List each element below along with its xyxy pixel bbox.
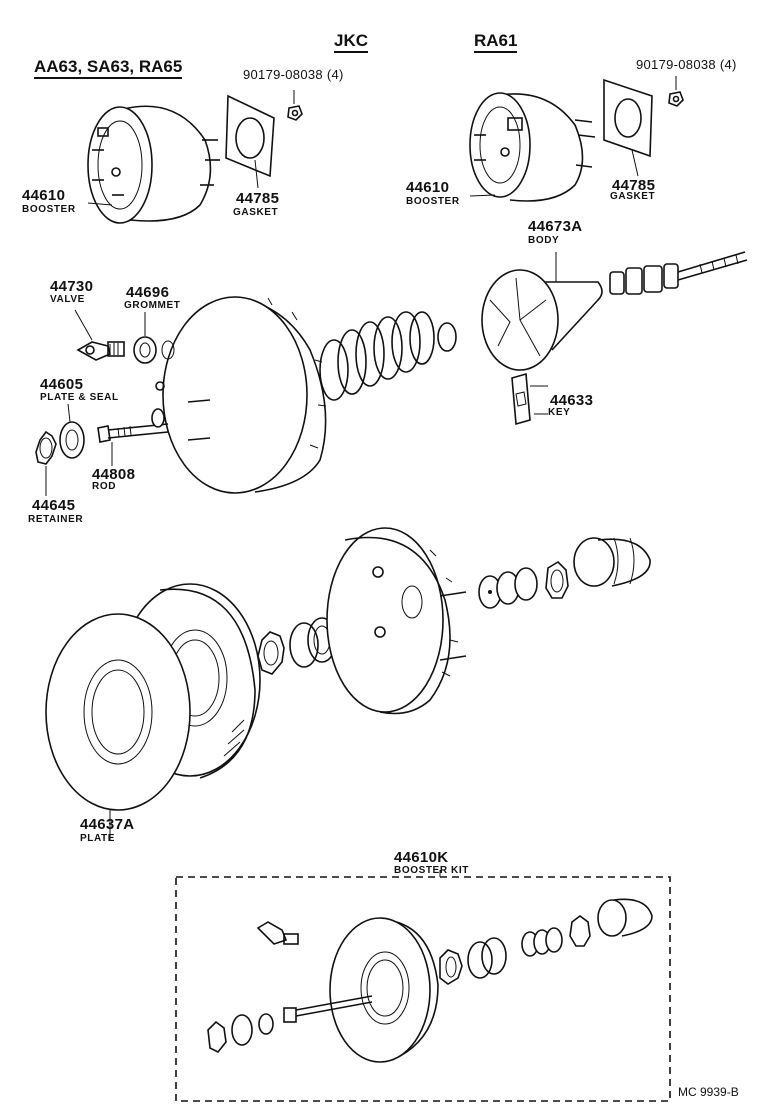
gasket-left-name: GASKET [233, 207, 279, 218]
valve-part-number: 44730 [50, 278, 94, 295]
boot [573, 537, 651, 587]
lock-washer-lower [257, 631, 285, 675]
gasket-left [225, 94, 275, 178]
plate-and-seal-44605 [59, 421, 85, 459]
kit-boot [597, 898, 653, 937]
key-44633 [511, 372, 531, 426]
rear-shell [326, 527, 467, 715]
kit-seal-rings [467, 937, 507, 979]
plate-name: PLATE [80, 833, 116, 844]
nut-left-part-number: 90179-08038 (4) [243, 67, 344, 82]
gasket-right-name: GASKET [610, 191, 656, 202]
kit-lock-washer [569, 915, 591, 947]
booster-right-name: BOOSTER [406, 196, 460, 207]
retainer-44645 [35, 430, 57, 465]
key-name: KEY [548, 407, 571, 418]
body-name: BODY [528, 235, 560, 246]
retainer-part-number: 44645 [32, 497, 76, 514]
booster-right-assembly [469, 92, 596, 202]
return-spring [319, 311, 435, 401]
front-shell [155, 296, 327, 494]
models-heading: AA63, SA63, RA65 [34, 58, 183, 79]
kit-valve [256, 921, 299, 945]
rod-name: ROD [92, 481, 117, 492]
gasket-right [603, 78, 653, 158]
valve-plunger-rod [609, 251, 748, 295]
nut-right-part-number: 90179-08038 (4) [636, 57, 737, 72]
grommet-44696 [133, 336, 157, 364]
plate-seal-name: PLATE & SEAL [40, 392, 119, 403]
booster-kit-box [175, 876, 671, 1102]
rod-44808 [97, 408, 169, 443]
kit-plate [329, 917, 439, 1063]
lock-washer-upper [545, 560, 569, 599]
variant-ra61-heading: RA61 [474, 32, 518, 53]
kit-seal [207, 1013, 274, 1054]
plate-seal-part-number: 44605 [40, 376, 84, 393]
grommet-name: GROMMET [124, 300, 181, 311]
kit-rod [283, 995, 373, 1023]
booster-left-name: BOOSTER [22, 204, 76, 215]
valve-44730 [76, 341, 125, 361]
plate-part-number: 44637A [80, 816, 135, 833]
plate-44637a [45, 583, 261, 811]
booster-right-part-number: 44610 [406, 179, 450, 196]
nut-left [287, 105, 303, 121]
rod-part-number: 44808 [92, 466, 136, 483]
booster-left-part-number: 44610 [22, 187, 66, 204]
grommet-part-number: 44696 [126, 284, 170, 301]
reaction-disc [437, 322, 457, 352]
body-part-number: 44673A [528, 218, 583, 235]
valve-name: VALVE [50, 294, 85, 305]
body-44673a [481, 252, 603, 371]
diagram-code: MC 9939-B [678, 1085, 739, 1099]
nut-right [668, 91, 684, 107]
valve-washers [478, 567, 538, 609]
kit-washer [439, 949, 463, 985]
retainer-name: RETAINER [28, 514, 84, 525]
kit-part-number: 44610K [394, 849, 449, 866]
variant-jkc-heading: JKC [334, 32, 369, 53]
key-part-number: 44633 [550, 392, 594, 409]
booster-left-assembly [87, 105, 220, 224]
kit-name: BOOSTER KIT [394, 865, 469, 876]
gasket-left-part-number: 44785 [236, 190, 280, 207]
gasket-right-part-number: 44785 [612, 177, 656, 194]
kit-washers [521, 927, 563, 957]
